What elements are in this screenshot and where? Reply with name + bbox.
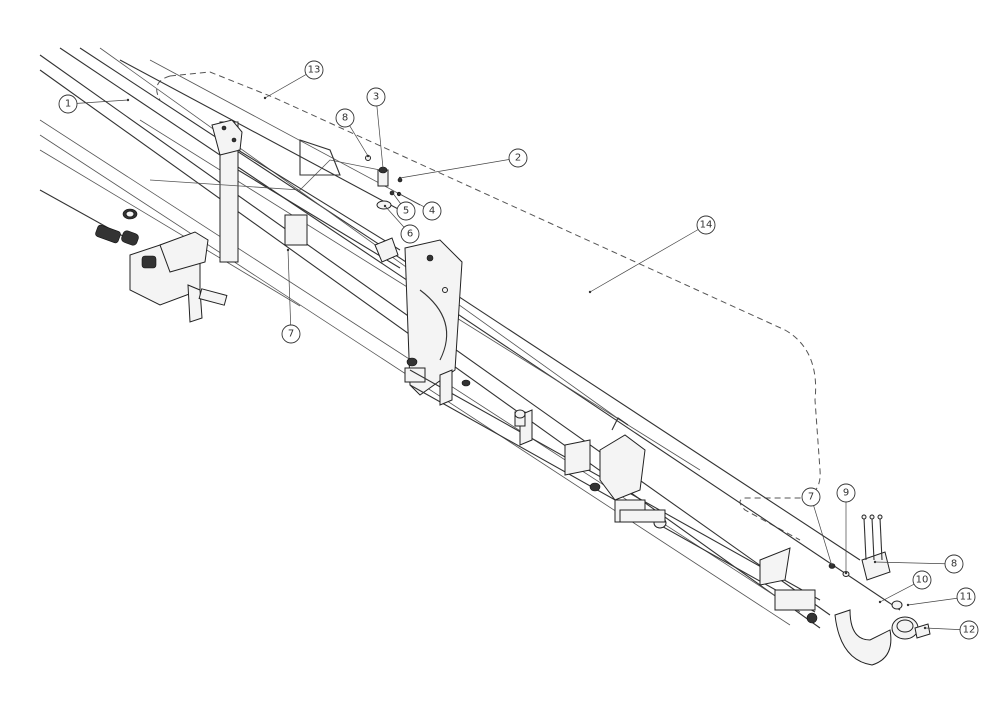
balloon-circle — [281, 324, 301, 344]
balloon-circle — [959, 620, 979, 640]
balloon-label: 9 — [843, 488, 849, 499]
leader-arrow — [844, 571, 848, 575]
balloon-label: 11 — [960, 592, 973, 603]
balloon-label: 14 — [700, 220, 713, 231]
phantom-outline — [156, 71, 821, 541]
callout-3: 3 — [366, 87, 386, 170]
balloon-circle — [396, 201, 416, 221]
leader-arrow — [906, 603, 910, 607]
callout-14: 14 — [588, 215, 716, 294]
leader-line — [264, 74, 307, 99]
balloon-circle — [366, 87, 386, 107]
callout-13: 13 — [263, 60, 324, 100]
callout-10: 10 — [878, 570, 932, 604]
boom-rails — [39, 47, 901, 629]
leader-line — [399, 159, 510, 179]
leader-line — [879, 583, 915, 603]
callout-12: 12 — [923, 620, 979, 640]
leader-line — [907, 597, 958, 606]
callout-6: 6 — [383, 204, 420, 244]
balloon-label: 2 — [515, 153, 521, 164]
leader-line — [384, 205, 405, 228]
balloon-label: 6 — [407, 229, 413, 240]
callout-4: 4 — [398, 192, 442, 221]
leader-arrow — [923, 626, 927, 630]
leader-line — [924, 627, 961, 630]
leader-line — [391, 191, 401, 204]
callout-7: 7 — [281, 248, 301, 344]
leader-arrow — [878, 600, 882, 604]
leader-line — [287, 249, 292, 326]
balloon-circle — [400, 224, 420, 244]
leader-arrow — [873, 560, 877, 564]
balloon-label: 3 — [373, 92, 379, 103]
balloon-circle — [304, 60, 324, 80]
leader-arrow — [398, 176, 402, 180]
balloon-label: 4 — [429, 206, 435, 217]
balloon-circle — [836, 483, 856, 503]
balloon-label: 12 — [963, 625, 976, 636]
callout-2: 2 — [398, 148, 528, 180]
balloon-label: 7 — [288, 329, 294, 340]
leader-arrow — [381, 166, 385, 170]
balloon-circle — [335, 108, 355, 128]
nozzle-parts — [365, 155, 403, 210]
leader-line — [349, 125, 369, 157]
balloon-label: 13 — [308, 65, 321, 76]
leader-line — [376, 105, 384, 169]
balloon-circle — [422, 201, 442, 221]
leader-line — [813, 505, 833, 567]
callout-11: 11 — [906, 587, 976, 607]
leader-line — [589, 229, 699, 293]
balloon-label: 10 — [916, 575, 929, 586]
leader-arrow — [263, 96, 267, 100]
callout-9: 9 — [836, 483, 856, 575]
balloon-circle — [58, 94, 78, 114]
mid-hinge — [599, 417, 667, 529]
leader-line — [76, 99, 129, 104]
balloon-circle — [801, 487, 821, 507]
center-hinge-bracket — [374, 237, 463, 396]
leader-arrow — [588, 290, 592, 294]
leader-arrow — [126, 98, 130, 102]
leader-arrow — [366, 154, 370, 158]
balloon-label: 1 — [65, 99, 71, 110]
leader-arrow — [398, 192, 402, 196]
leader-line — [399, 193, 425, 208]
balloon-circle — [956, 587, 976, 607]
boom-end-assembly — [759, 514, 931, 666]
callout-15: 8 — [873, 554, 964, 574]
balloon-label: 8 — [951, 559, 957, 570]
balloon-circle — [508, 148, 528, 168]
balloon-circle — [912, 570, 932, 590]
balloon-label: 5 — [403, 206, 409, 217]
frame-left — [149, 119, 401, 269]
callout-16: 7 — [801, 487, 834, 568]
callout-8: 8 — [335, 108, 370, 158]
balloon-circle — [696, 215, 716, 235]
lower-boom-tube — [409, 369, 821, 613]
balloon-label: 7 — [808, 492, 814, 503]
balloon-label: 8 — [342, 113, 348, 124]
leader-arrow — [383, 204, 387, 208]
leader-line — [874, 561, 946, 565]
leader-arrow — [390, 190, 394, 194]
callout-1: 1 — [58, 94, 130, 114]
balloon-circle — [944, 554, 964, 574]
callout-5: 5 — [390, 190, 416, 221]
leader-arrow — [286, 248, 290, 252]
valve-manifold — [95, 208, 228, 323]
leader-arrow — [830, 564, 834, 568]
